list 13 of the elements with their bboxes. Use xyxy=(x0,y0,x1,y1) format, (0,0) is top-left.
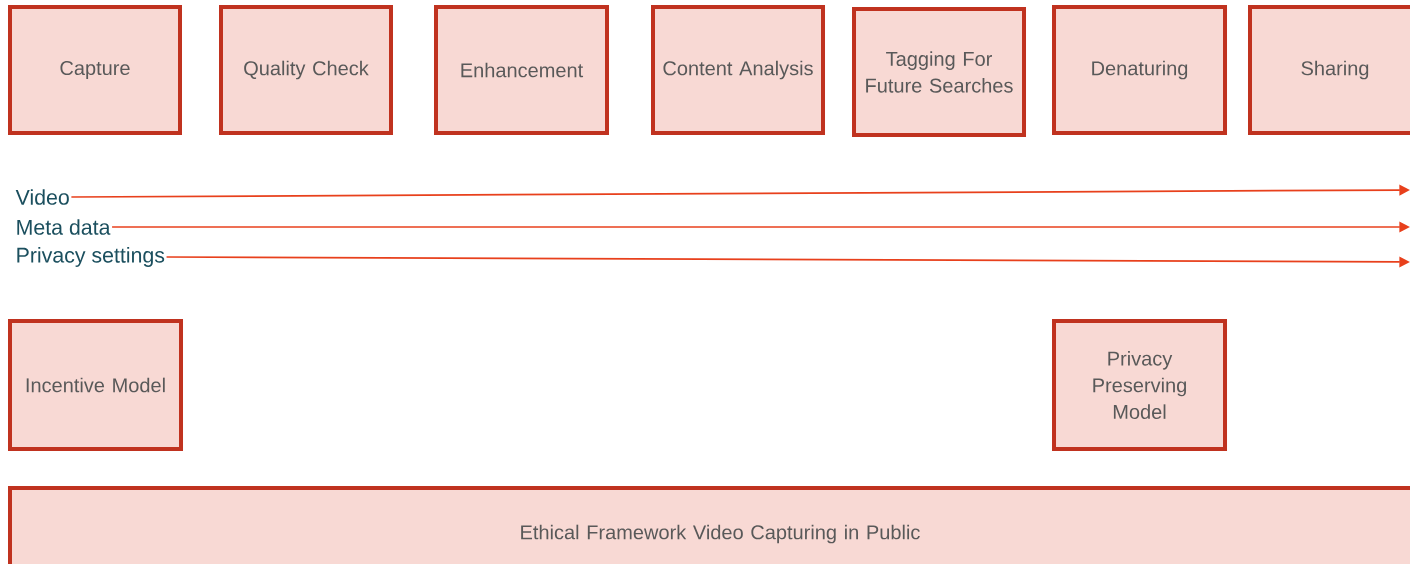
process-box: Sharing xyxy=(1248,5,1410,135)
flow-label: Meta data xyxy=(17,219,111,235)
process-box: Enhancement xyxy=(434,5,609,135)
process-box: Privacy Preserving Model xyxy=(1052,319,1227,451)
process-box: Denaturing xyxy=(1052,5,1227,135)
process-box: Capture xyxy=(8,5,182,135)
process-box: Quality Check xyxy=(219,5,393,135)
process-box: Content Analysis xyxy=(651,5,825,135)
process-box: Incentive Model xyxy=(8,319,183,451)
flow-label: Privacy settings xyxy=(17,247,165,267)
flow-label: Video xyxy=(15,189,69,205)
base-band: Ethical Framework Video Capturing in Public xyxy=(8,486,1410,564)
process-box: Tagging For Future Searches xyxy=(852,7,1026,137)
